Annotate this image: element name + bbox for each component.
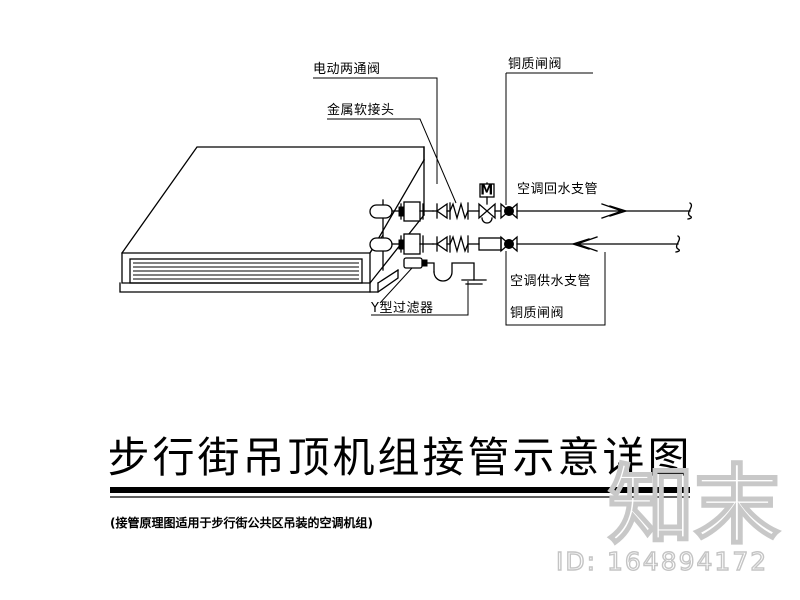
page-title: 步行街吊顶机组接管示意详图	[107, 433, 692, 482]
title-block: 步行街吊顶机组接管示意详图 (接管原理图适用于步行街公共区吊装的空调机组)	[107, 433, 692, 530]
return-check-valve	[435, 202, 451, 220]
label-ac-supply-water-branch: 空调供水支管	[510, 274, 591, 289]
supply-spool-piece	[478, 237, 502, 251]
label-ac-return-water-branch: 空调回水支管	[517, 182, 598, 197]
leader-lines	[313, 72, 606, 326]
supply-flange-union	[400, 233, 434, 255]
watermark-brand: 知末	[608, 456, 780, 556]
return-flange-union	[400, 201, 434, 222]
watermark: 知末 ID: 164894172	[555, 455, 781, 577]
leader-flexible-joint	[327, 118, 457, 204]
unit-return-connector	[369, 204, 405, 219]
brass-gate-valve-return	[500, 202, 518, 220]
page-subtitle: (接管原理图适用于步行街公共区吊装的空调机组)	[110, 515, 373, 530]
brass-gate-valve-supply	[500, 235, 518, 253]
supply-check-valve	[435, 235, 451, 253]
label-metal-flexible-joint: 金属软接头	[327, 102, 395, 118]
label-brass-gate-valve-top: 铜质闸阀	[508, 57, 562, 72]
leader-gate-valve-bottom	[505, 251, 606, 326]
condensate-drain-assembly	[403, 257, 487, 285]
return-metal-flexible-joint	[449, 201, 480, 221]
label-y-type-strainer: Y型过滤器	[370, 301, 433, 316]
watermark-id: ID: 164894172	[556, 547, 768, 576]
title-rule-thick	[110, 487, 690, 493]
pipe-break-supply	[675, 235, 681, 253]
flow-arrow-supply	[570, 236, 598, 252]
supply-pipe-run	[369, 233, 681, 255]
label-brass-gate-valve-bottom: 铜质闸阀	[510, 306, 564, 321]
motorized-two-way-valve: M	[478, 182, 501, 224]
motor-actuator-symbol: M	[480, 184, 493, 199]
pipe-break-return	[687, 202, 693, 220]
return-pipe-run: M	[369, 182, 693, 224]
supply-metal-flexible-joint	[449, 234, 480, 254]
flow-arrow-return	[601, 203, 629, 219]
fan-coil-unit	[119, 146, 425, 293]
unit-supply-connector	[369, 237, 405, 252]
leader-y-strainer-underline	[371, 281, 469, 316]
leader-motorized-valve	[313, 77, 438, 184]
label-motorized-two-way-valve: 电动两通阀	[313, 62, 381, 77]
leader-y-strainer	[379, 267, 413, 304]
